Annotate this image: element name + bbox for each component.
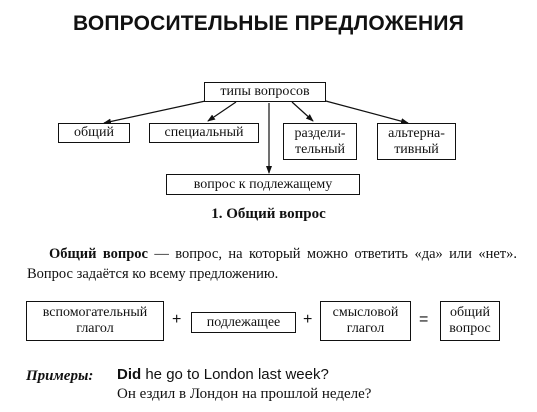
plus-sign-2: + xyxy=(303,311,313,328)
arrow-to-alternative xyxy=(321,99,409,125)
root-node: типы вопросов xyxy=(204,82,326,102)
definition-term: Общий вопрос xyxy=(49,246,148,262)
arrow-to-special xyxy=(207,101,237,122)
formula-subject: подлежащее xyxy=(191,312,296,333)
example-russian: Он ездил в Лондон на прошлой неделе? xyxy=(117,386,372,402)
examples-label: Примеры: xyxy=(26,368,94,384)
arrow-to-general xyxy=(103,99,211,125)
example-english: Did he go to London last week? xyxy=(117,366,329,383)
section-heading: 1. Общий вопрос xyxy=(211,206,326,222)
page-title: ВОПРОСИТЕЛЬНЫЕ ПРЕДЛОЖЕНИЯ xyxy=(72,12,465,35)
definition-paragraph: Общий вопрос — вопрос, на который можно … xyxy=(27,244,517,284)
equals-sign: = xyxy=(419,311,429,328)
node-special: специальный xyxy=(149,123,259,143)
definition-text: — вопрос, на который можно ответить «да»… xyxy=(27,246,517,282)
formula-aux-verb: вспомогательный глагол xyxy=(26,301,164,341)
formula-main-verb: смысловой глагол xyxy=(320,301,411,341)
node-alternative: альтерна- тивный xyxy=(377,123,456,160)
node-disjunctive: раздели- тельный xyxy=(283,123,357,160)
node-general: общий xyxy=(58,123,130,143)
arrow-to-disjunctive xyxy=(291,101,314,122)
formula-result: общий вопрос xyxy=(440,301,500,341)
plus-sign-1: + xyxy=(172,311,182,328)
node-subject-question: вопрос к подлежащему xyxy=(166,174,360,195)
